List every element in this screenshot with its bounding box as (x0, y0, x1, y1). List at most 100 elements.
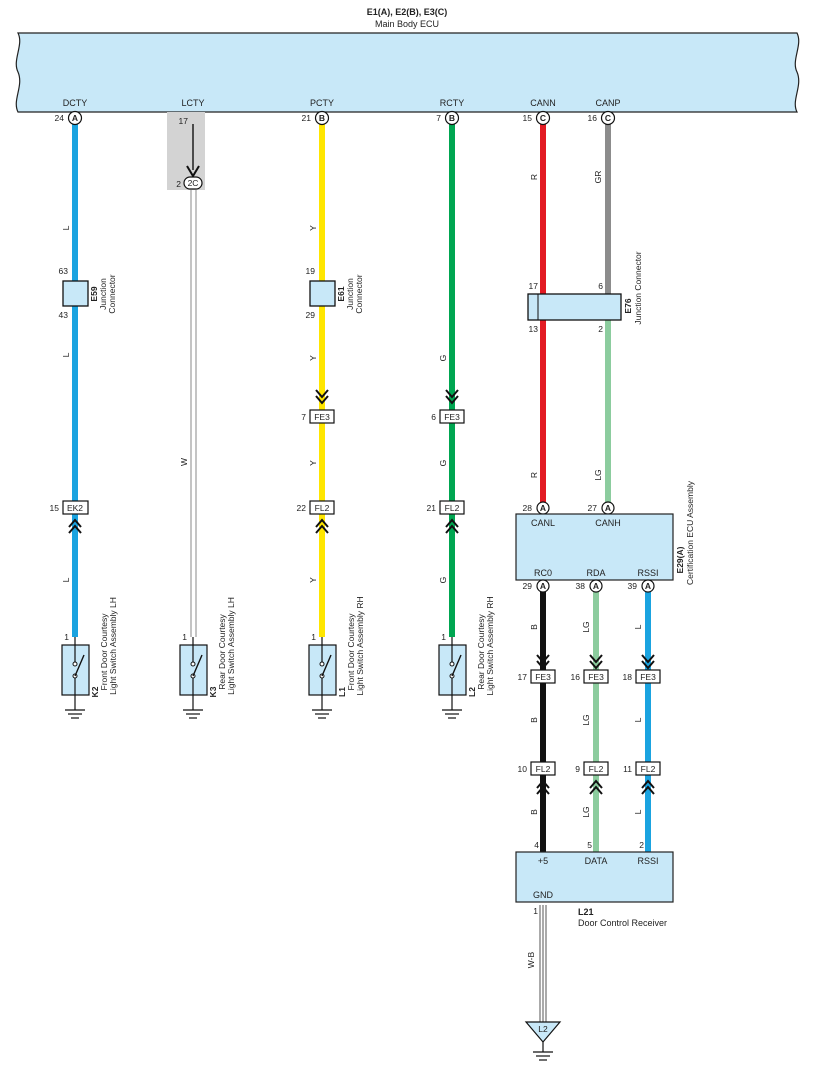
wire-label-rc0-3: B (529, 809, 539, 815)
svg-text:FL2: FL2 (589, 764, 604, 774)
connector-fe3-rcty: 6 FE3 (431, 409, 465, 424)
ground-icon (442, 703, 462, 719)
cert-ecu-pin-rda: 38 A (576, 579, 603, 593)
svg-text:Light Switch Assembly LH: Light Switch Assembly LH (226, 597, 236, 695)
svg-text:L2: L2 (467, 687, 477, 697)
svg-text:17: 17 (179, 116, 189, 126)
ecu-pin-pcty: 21 B (302, 110, 330, 126)
cert-terminal-rc0: RC0 (534, 568, 552, 578)
cert-ecu-id: E29(A) (675, 546, 685, 573)
cert-terminal-rssi: RSSI (637, 568, 658, 578)
ground-icon (533, 1042, 553, 1061)
terminal-canp: CANP (595, 98, 620, 108)
svg-text:Junction Connector: Junction Connector (633, 251, 643, 324)
svg-text:A: A (540, 581, 546, 591)
lcty-joint-connector: 2 2C (176, 176, 203, 190)
chevron-down-icon (641, 654, 655, 670)
cert-ecu-pin-rc0: 29 A (523, 579, 550, 593)
svg-text:22: 22 (297, 503, 307, 513)
chevron-up-icon (641, 779, 655, 795)
connector-fe3-rssi: 18 FE3 (623, 669, 661, 684)
svg-text:24: 24 (55, 113, 65, 123)
svg-text:11: 11 (623, 764, 632, 774)
ground-point-l2: L2 (524, 1021, 562, 1043)
svg-text:FE3: FE3 (444, 412, 460, 422)
connector-fl2-rda: 9 FL2 (575, 761, 609, 776)
wire-label-pcty-4: Y (308, 577, 318, 583)
receiver-pin-5v: 4 (534, 840, 539, 850)
svg-text:16: 16 (571, 672, 581, 682)
svg-text:K3: K3 (208, 686, 218, 697)
wire-label-dcty-2: L (61, 352, 71, 357)
wire-label-rcty-1: G (438, 355, 448, 362)
svg-text:FE3: FE3 (640, 672, 656, 682)
junction-e61: 19 29 E61 Junction Connector (306, 266, 364, 320)
cert-terminal-canl: CANL (531, 518, 555, 528)
svg-text:Junction: Junction (345, 278, 355, 310)
receiver-terminal-gnd: GND (533, 890, 554, 900)
svg-text:B: B (319, 113, 325, 123)
svg-text:Light Switch Assembly LH: Light Switch Assembly LH (108, 597, 118, 695)
svg-text:C: C (540, 113, 546, 123)
wire-label-rssi-1: L (633, 624, 643, 629)
switch-k2: 1 K2 Front Door Courtesy Light Switch As… (61, 597, 118, 703)
svg-text:1: 1 (64, 632, 69, 642)
wire-label-rc0-2: B (529, 717, 539, 723)
terminal-cann: CANN (530, 98, 556, 108)
svg-text:10: 10 (518, 764, 528, 774)
receiver-pin-gnd: 1 (533, 906, 538, 916)
connector-fe3-pcty: 7 FE3 (301, 409, 335, 424)
svg-text:1: 1 (441, 632, 446, 642)
svg-text:13: 13 (529, 324, 539, 334)
terminal-dcty: DCTY (63, 98, 88, 108)
svg-text:Rear Door Courtesy: Rear Door Courtesy (217, 613, 227, 689)
svg-text:27: 27 (588, 503, 598, 513)
receiver-id: L21 (578, 907, 594, 917)
wire-label-rcty-3: G (438, 577, 448, 584)
svg-text:Rear Door Courtesy: Rear Door Courtesy (476, 613, 486, 689)
svg-text:Junction: Junction (98, 278, 108, 310)
cert-ecu-pin-canl: 28 A (523, 501, 550, 515)
svg-text:29: 29 (523, 581, 533, 591)
door-control-receiver-box (515, 851, 674, 903)
cert-ecu-name: Certification ECU Assembly (685, 480, 695, 585)
chevron-up-icon (68, 518, 82, 534)
ecu-name: Main Body ECU (375, 19, 439, 29)
svg-text:6: 6 (431, 412, 436, 422)
connector-fe3-rda: 16 FE3 (571, 669, 609, 684)
wire-label-pcty-2: Y (308, 355, 318, 361)
svg-text:FE3: FE3 (588, 672, 604, 682)
svg-text:E76: E76 (623, 298, 633, 313)
chevron-down-icon (589, 654, 603, 670)
ecu-pin-dcty: 24 A (55, 110, 83, 126)
svg-text:Front Door Courtesy: Front Door Courtesy (99, 613, 109, 691)
wire-label-canp-1: GR (593, 171, 603, 184)
svg-text:17: 17 (529, 281, 539, 291)
svg-text:EK2: EK2 (67, 503, 83, 513)
svg-text:19: 19 (306, 266, 316, 276)
svg-text:1: 1 (311, 632, 316, 642)
svg-text:A: A (605, 503, 611, 513)
connector-fe3-rc0: 17 FE3 (518, 669, 556, 684)
svg-text:Connector: Connector (107, 274, 117, 313)
cert-ecu-pin-rssi: 39 A (628, 579, 655, 593)
svg-text:Front Door Courtesy: Front Door Courtesy (346, 613, 356, 691)
svg-text:Connector: Connector (354, 274, 364, 313)
cert-ecu-pin-canh: 27 A (588, 501, 615, 515)
svg-text:L2: L2 (538, 1024, 548, 1034)
svg-text:B: B (449, 113, 455, 123)
svg-text:18: 18 (623, 672, 633, 682)
wire-label-pcty-1: Y (308, 225, 318, 231)
svg-text:21: 21 (302, 113, 312, 123)
svg-text:6: 6 (598, 281, 603, 291)
wire-label-rc0-1: B (529, 624, 539, 630)
svg-text:Light Switch Assembly RH: Light Switch Assembly RH (485, 596, 495, 695)
wire-label-cann-2: R (529, 472, 539, 478)
switch-l2: 1 L2 Rear Door Courtesy Light Switch Ass… (438, 596, 495, 703)
connector-fl2-rc0: 10 FL2 (518, 761, 556, 776)
svg-text:2: 2 (176, 179, 181, 189)
wire-label-pcty-3: Y (308, 460, 318, 466)
cert-terminal-rda: RDA (586, 568, 605, 578)
ecu-pin-lcty: 17 (179, 116, 189, 126)
svg-text:2: 2 (598, 324, 603, 334)
